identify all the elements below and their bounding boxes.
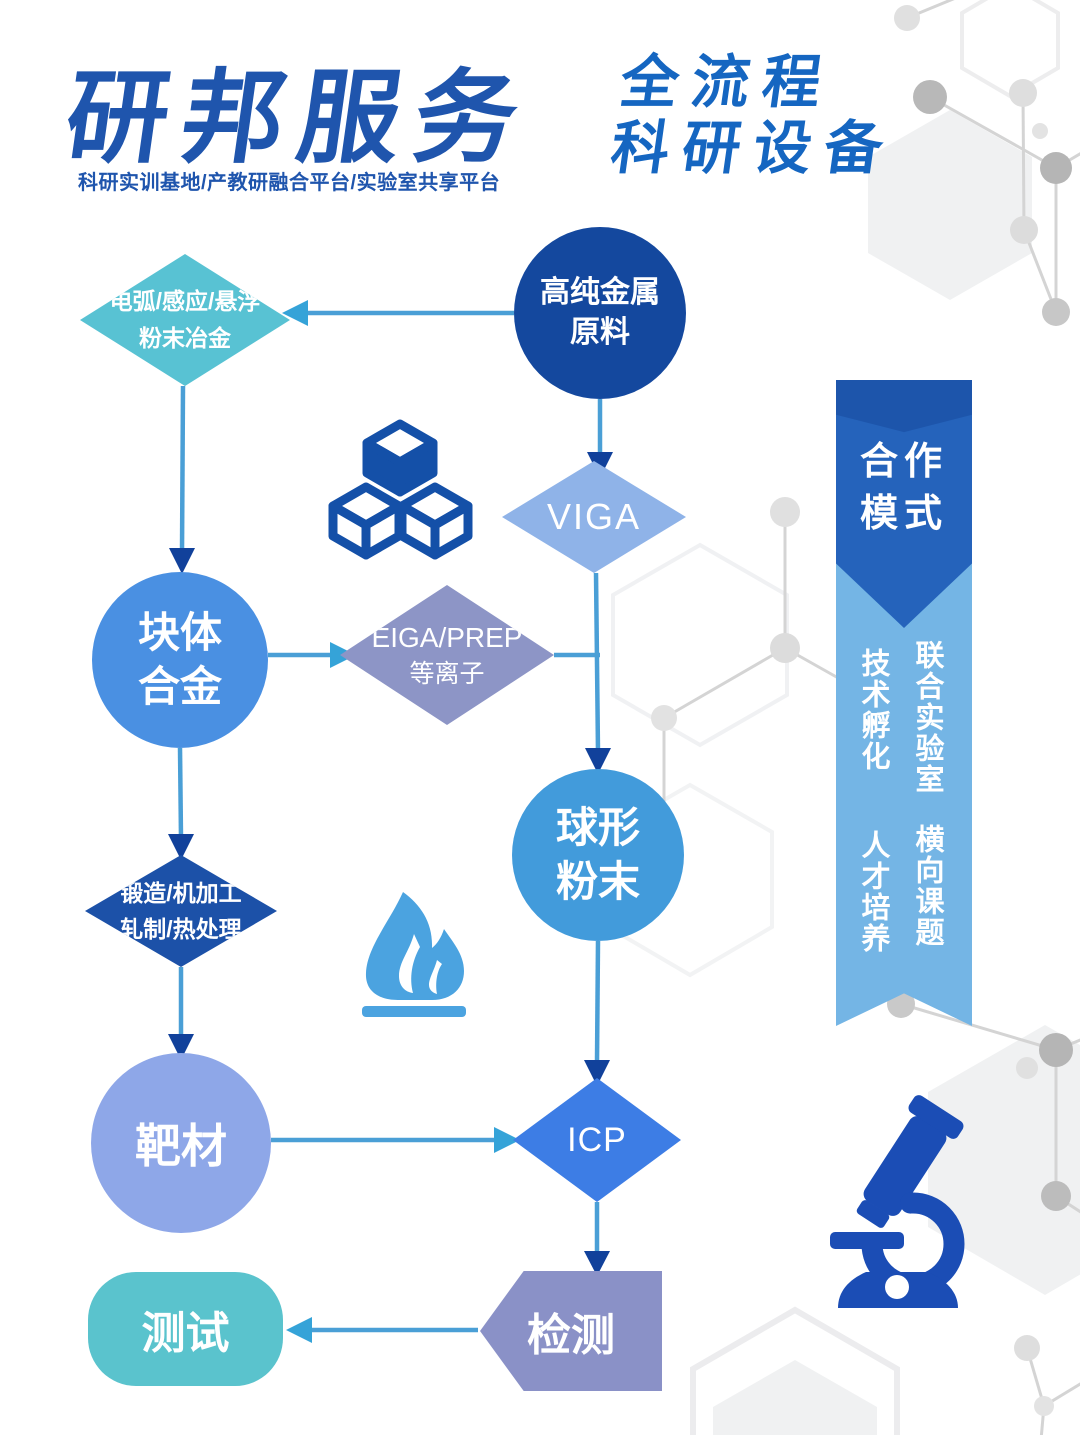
node-label: 粉末冶金 <box>139 325 231 351</box>
node-label: 球形 <box>555 804 640 851</box>
node-label: 合金 <box>137 663 222 710</box>
microscope-icon <box>830 1095 965 1308</box>
cubes-icon <box>328 419 473 560</box>
node-testing: 测试 <box>88 1272 283 1386</box>
ribbon-tail <box>836 560 972 1026</box>
node-label: 轧制/热处理 <box>120 916 242 942</box>
cooperation-title: 合作 模式 <box>836 436 972 540</box>
flame-icon <box>362 892 466 1017</box>
ribbon-item-talent-training: 人才培养 <box>857 830 889 954</box>
ribbon-item-joint-lab: 联合实验室 <box>911 640 943 795</box>
node-label: EIGA/PREP <box>371 622 523 653</box>
node-label: 原料 <box>570 316 630 349</box>
node-label: 块体 <box>137 609 222 656</box>
node-inspection: 检测 <box>480 1271 662 1391</box>
cooperation-title-line1: 合作 <box>859 441 948 483</box>
page-subtitle: 科研实训基地/产教研融合平台/实验室共享平台 <box>78 172 501 194</box>
node-label: 等离子 <box>409 660 485 688</box>
connector-lines <box>177 310 603 1333</box>
node-label: 高纯金属 <box>540 276 660 309</box>
ribbon-item-horizontal-topics: 横向课题 <box>911 824 943 948</box>
node-label: 测试 <box>141 1309 230 1358</box>
node-label: VIGA <box>546 496 642 537</box>
node-label: 检测 <box>527 1311 615 1360</box>
node-label: 粉末 <box>555 858 640 905</box>
cooperation-badge: 合作 模式 <box>836 380 972 628</box>
node-target-material: 靶材 <box>91 1053 271 1233</box>
node-label: ICP <box>567 1120 627 1159</box>
node-label: 锻造/机加工 <box>120 880 242 906</box>
node-label: 电弧/感应/悬浮 <box>109 288 261 314</box>
arrowheads-dark <box>168 452 613 1276</box>
node-spherical-powder: 球形 粉末 <box>512 769 684 941</box>
node-bulk-alloy: 块体 合金 <box>92 572 268 748</box>
node-raw-material: 高纯金属 原料 <box>514 227 686 399</box>
ribbon-item-tech-incubation: 技术孵化 <box>857 648 889 772</box>
cooperation-title-line2: 模式 <box>859 493 948 535</box>
node-label: 靶材 <box>135 1120 227 1172</box>
